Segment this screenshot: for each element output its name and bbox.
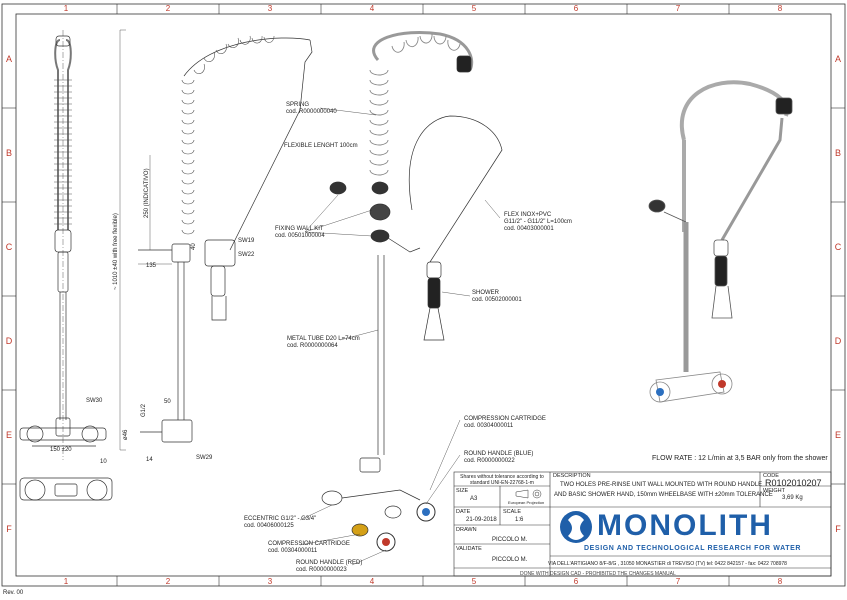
col-1-bottom: 1 [63, 577, 69, 586]
col-3: 3 [267, 4, 273, 13]
d46-label: ø46 [123, 429, 129, 440]
scale-label: SCALE [503, 509, 522, 515]
row-f: F [6, 524, 12, 534]
col-4: 4 [369, 4, 375, 13]
side-dim-lines [120, 29, 172, 451]
flow-rate-note: FLOW RATE : 12 L/min at 3,5 BAR only fro… [652, 455, 828, 462]
description-label: DESCRIPTION [553, 473, 591, 479]
projection-symbol [515, 489, 542, 499]
description-line-2: AND BASIC SHOWER HAND, 150mm WHEELBASE W… [554, 492, 773, 498]
tolerance-note: Shares without tolerance according to st… [460, 474, 544, 486]
description-line-1: TWO HOLES PRE-RINSE UNIT WALL MOUNTED WI… [560, 482, 763, 488]
brand-tagline: DESIGN AND TECHNOLOGICAL RESEARCH FOR WA… [584, 545, 802, 552]
row-b-right: B [834, 148, 841, 158]
row-c-right: C [834, 242, 842, 252]
date-value: 21-09-2018 [466, 517, 497, 523]
col-1: 1 [63, 4, 69, 13]
flexible-length-label: FLEXIBLE LENGHT 100cm [284, 143, 358, 149]
dim-14: 14 [146, 457, 153, 463]
drawn-label: DRAWN [456, 527, 477, 533]
side-spring [181, 35, 275, 235]
row-d-right: D [834, 336, 842, 346]
dim-150: 150 ±20 [50, 447, 72, 453]
product-code: R0102010207 [765, 478, 822, 488]
row-e: E [5, 430, 12, 440]
col-4-bottom: 4 [369, 577, 375, 586]
row-e-right: E [834, 430, 841, 440]
title-block [453, 471, 832, 577]
row-b: B [5, 148, 12, 158]
date-label: DATE [456, 509, 471, 515]
perspective-view [648, 80, 793, 403]
row-c: C [5, 242, 13, 252]
revision-label: Rev. 00 [3, 590, 24, 596]
col-8: 8 [777, 4, 783, 13]
front-spring [54, 79, 72, 225]
exploded-spring [369, 33, 461, 176]
exploded-view [321, 30, 503, 552]
col-6-bottom: 6 [573, 577, 579, 586]
validate-value: PICCOLO M. [492, 557, 528, 563]
sw30-label: SW30 [86, 398, 103, 404]
row-f-right: F [835, 524, 841, 534]
size-value: A3 [470, 496, 478, 502]
leader-lines [299, 107, 501, 566]
frame-ticks [2, 4, 845, 586]
col-2-bottom: 2 [165, 577, 171, 586]
col-5: 5 [471, 4, 477, 13]
code-label: CODE [763, 473, 779, 479]
front-view [19, 30, 113, 501]
sw22-label: SW22 [238, 252, 255, 258]
validate-label: VALIDATE [456, 546, 482, 552]
dim-40: 40 [191, 243, 197, 250]
label-eccentric: ECCENTRIC G1/2" - G3/4"cod. 00406000125 [244, 516, 317, 529]
dim-135: 135 [146, 263, 157, 269]
row-a: A [5, 54, 12, 64]
label-round-handle-red: ROUND HANDLE (RED)cod. R0000000023 [296, 560, 363, 573]
col-3-bottom: 3 [267, 577, 273, 586]
inner-frame [15, 13, 832, 577]
cad-notice: DONE WITH DESIGN CAD - PROHIBITED THE CH… [520, 571, 676, 577]
size-label: SIZE [456, 488, 469, 494]
sw19-label: SW19 [238, 238, 255, 244]
dim-50: 50 [164, 399, 171, 405]
row-d: D [5, 336, 13, 346]
col-8-bottom: 8 [777, 577, 783, 586]
col-7: 7 [675, 4, 681, 13]
sw29-label: SW29 [196, 455, 213, 461]
monolith-logo-mark [560, 511, 592, 543]
drawn-value: PICCOLO M. [492, 537, 528, 543]
g12-label: G1/2 [141, 403, 147, 417]
row-a-right: A [834, 54, 841, 64]
brand-name: MONOLITH [597, 509, 773, 542]
scale-value: 1:6 [515, 517, 524, 523]
weight-value: 3,69 Kg [782, 495, 803, 501]
dim-10: 10 [100, 459, 107, 465]
col-6: 6 [573, 4, 579, 13]
col-2: 2 [165, 4, 171, 13]
projection-label: European Projection [508, 500, 545, 505]
indicative-dimension: 250 (INDICATIVO) [144, 168, 150, 218]
weight-label: WEIGHT [763, 488, 785, 494]
side-view [119, 30, 313, 450]
col-7-bottom: 7 [675, 577, 681, 586]
outer-frame [1, 3, 846, 587]
label-round-handle-blue: ROUND HANDLE (BLUE)cod. R0000000022 [464, 451, 534, 464]
company-address: VIA DELL'ARTIGIANO 8/F-8/G , 31050 MONAS… [548, 561, 787, 567]
height-dimension: ~ 1010 ±40 with free flexible) [113, 213, 119, 290]
col-5-bottom: 5 [471, 577, 477, 586]
